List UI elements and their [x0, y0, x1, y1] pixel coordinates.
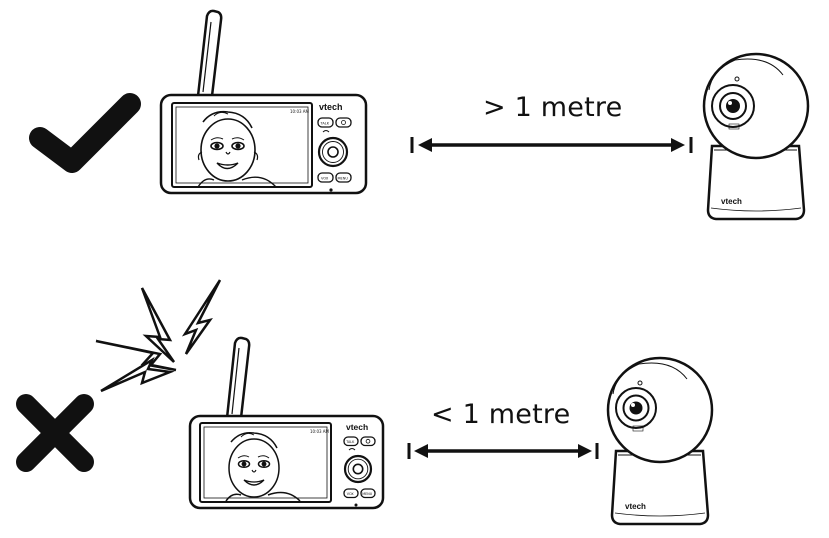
- checkmark-icon: [29, 93, 141, 173]
- monitor-screen: 10:03 AM: [199, 422, 332, 503]
- monitor-buttons: TALK VOX MENU: [343, 436, 376, 507]
- monitor-time: 10:03 AM: [290, 109, 310, 114]
- talk-button-label: TALK: [345, 440, 355, 444]
- distance-arrow: [407, 443, 599, 459]
- vox-button-label: VOX: [347, 492, 355, 496]
- distance-label-incorrect: < 1 metre: [431, 399, 571, 430]
- vox-button-label: VOX: [321, 177, 329, 181]
- baby-camera: vtech: [606, 356, 714, 526]
- monitor-antenna: [225, 336, 251, 420]
- d-pad-control: [317, 136, 349, 168]
- distance-arrow: [410, 137, 693, 153]
- monitor-time: 10:03 AM: [310, 429, 330, 434]
- monitor-antenna: [196, 9, 223, 98]
- monitor-screen: 10:03 AM: [171, 102, 313, 188]
- monitor-buttons: TALK VOX MENU: [317, 117, 352, 192]
- distance-label-correct: > 1 metre: [483, 92, 623, 123]
- monitor-brand-label: vtech: [346, 422, 368, 432]
- cross-icon: [16, 394, 94, 472]
- incorrect-placement-row: 10:03 AM vtech: [16, 279, 714, 526]
- camera-brand-label: vtech: [721, 197, 742, 206]
- menu-button-label: MENU: [338, 177, 349, 181]
- d-pad-control: [343, 454, 373, 484]
- baby-face-image: [225, 431, 301, 502]
- talk-button-label: TALK: [320, 122, 330, 126]
- camera-brand-label: vtech: [625, 502, 646, 511]
- monitor-brand-label: vtech: [319, 102, 343, 112]
- baby-camera: vtech: [702, 52, 810, 221]
- menu-button-label: MENU: [362, 492, 372, 496]
- baby-face-image: [197, 110, 277, 188]
- parent-monitor: 10:03 AM: [159, 9, 368, 195]
- correct-placement-row: 10:03 AM: [29, 9, 810, 221]
- lightning-bolt-icon: [95, 279, 222, 393]
- parent-monitor: 10:03 AM vtech: [188, 336, 385, 510]
